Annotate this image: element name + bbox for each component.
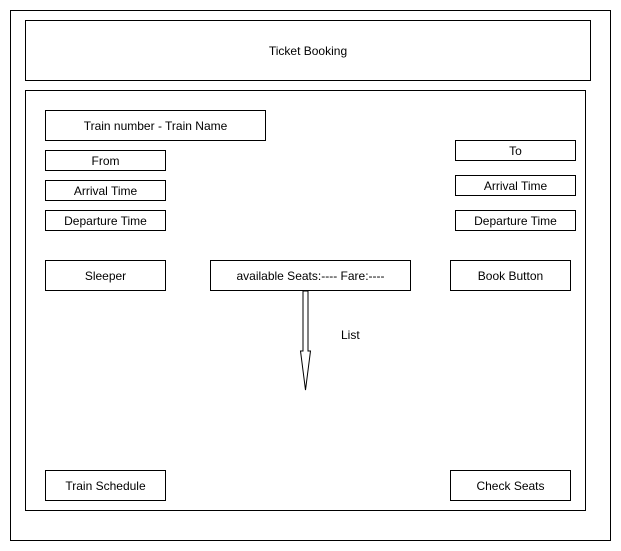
train-number-name: Train number - Train Name	[45, 110, 266, 141]
to-station-field[interactable]: To	[455, 140, 576, 161]
train-schedule-button[interactable]: Train Schedule	[45, 470, 166, 501]
from-arrival-time-field: Arrival Time	[45, 180, 166, 201]
to-arrival-time-field: Arrival Time	[455, 175, 576, 196]
book-button-label: Book Button	[477, 268, 544, 283]
class-sleeper-label: Sleeper	[84, 268, 127, 283]
check-seats-button-label: Check Seats	[476, 478, 545, 493]
from-departure-time-label: Departure Time	[64, 213, 147, 228]
train-schedule-button-label: Train Schedule	[65, 478, 146, 493]
from-station-label: From	[91, 153, 120, 168]
to-station-label: To	[509, 143, 522, 158]
book-button[interactable]: Book Button	[450, 260, 571, 291]
from-arrival-time-label: Arrival Time	[73, 183, 138, 198]
class-sleeper-selector[interactable]: Sleeper	[45, 260, 166, 291]
from-departure-time-field: Departure Time	[45, 210, 166, 231]
header-bar: Ticket Booking	[25, 20, 591, 81]
train-number-name-text: Train number - Train Name	[83, 118, 228, 133]
check-seats-button[interactable]: Check Seats	[450, 470, 571, 501]
seats-fare-display: available Seats:---- Fare:----	[210, 260, 411, 291]
to-departure-time-field: Departure Time	[455, 210, 576, 231]
seats-fare-text: available Seats:---- Fare:----	[236, 268, 385, 283]
to-departure-time-label: Departure Time	[474, 213, 557, 228]
list-label: List	[341, 328, 360, 342]
from-station-field[interactable]: From	[45, 150, 166, 171]
page-title: Ticket Booking	[268, 43, 348, 58]
to-arrival-time-label: Arrival Time	[483, 178, 548, 193]
